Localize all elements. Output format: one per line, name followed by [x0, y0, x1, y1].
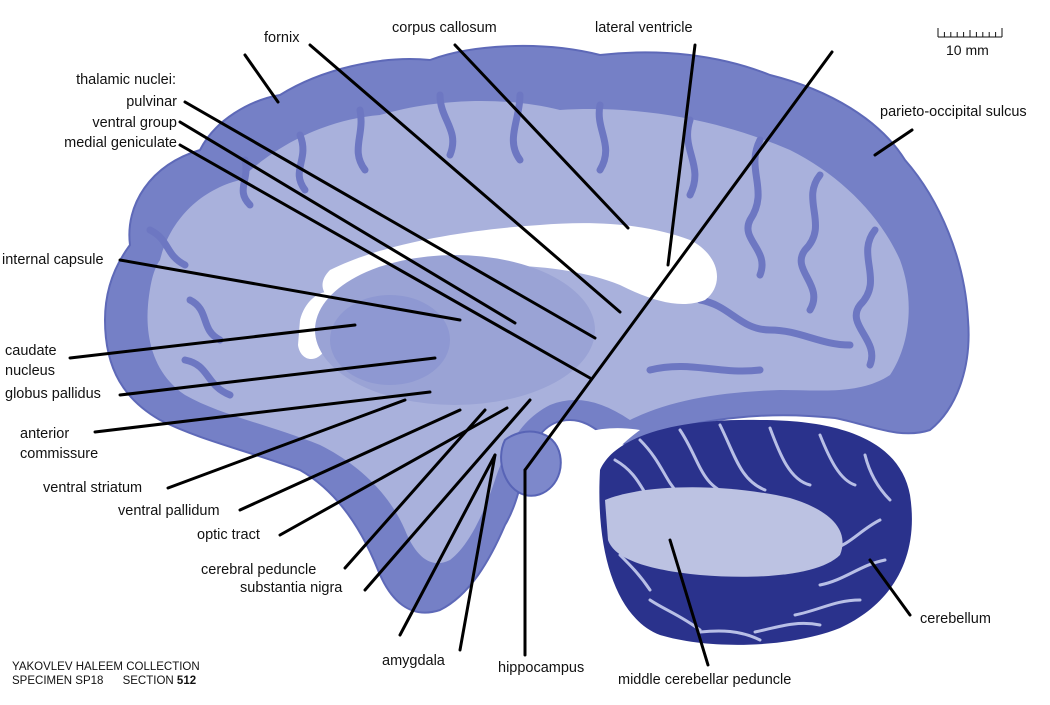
label-anterior-commissure-line2: commissure	[20, 446, 99, 462]
label-caudate-line2: nucleus	[5, 363, 55, 379]
leader-amygdala-2	[458, 453, 497, 652]
cortical-folds	[146, 91, 879, 399]
leader-corpus-callosum	[453, 43, 630, 230]
leader-ventral-group	[178, 120, 517, 325]
tentorial-gap	[560, 428, 640, 480]
section-number: 512	[176, 675, 197, 687]
label-middle-cerebellar-peduncle: middle cerebellar peduncle	[618, 672, 792, 688]
specimen-prefix: SPECIMEN	[12, 675, 73, 687]
scale-bar	[937, 28, 1003, 38]
leader-caudate	[68, 323, 357, 360]
specimen-credit: YAKOVLEV HALEEM COLLECTION SPECIMEN SP18…	[12, 660, 200, 688]
label-caudate-line1: caudate	[5, 343, 57, 359]
leader-anterior-commissure	[93, 390, 432, 434]
label-ventral-pallidum: ventral pallidum	[118, 503, 220, 519]
specimen-id: SP18	[75, 675, 104, 687]
cerebellum-shape	[599, 419, 912, 645]
leader-pulvinar	[183, 100, 597, 340]
label-cerebellum: cerebellum	[920, 611, 991, 627]
label-amygdala: amygdala	[382, 653, 445, 669]
leader-globus-pallidus	[118, 356, 437, 397]
label-internal-capsule: internal capsule	[2, 252, 104, 268]
leader-amygdala	[398, 453, 497, 637]
leader-ventral-striatum	[166, 398, 407, 490]
section-prefix: SECTION	[122, 675, 174, 687]
label-optic-tract: optic tract	[197, 527, 260, 543]
label-medial-geniculate: medial geniculate	[64, 135, 177, 151]
label-globus-pallidus: globus pallidus	[5, 386, 101, 402]
leader-internal-capsule	[118, 258, 462, 322]
label-parieto-occipital-sulcus: parieto-occipital sulcus	[880, 104, 1027, 120]
leader-middle-cerebellar-peduncle	[668, 538, 710, 667]
label-hippocampus: hippocampus	[498, 660, 585, 676]
deep-nuclei	[330, 295, 450, 385]
label-cerebral-peduncle: cerebral peduncle	[201, 562, 317, 578]
scale-bar-label: 10 mm	[946, 42, 989, 58]
leader-cerebral-peduncle	[343, 408, 487, 570]
leader-medial-geniculate	[178, 143, 592, 380]
label-corpus-callosum: corpus callosum	[392, 20, 497, 36]
leader-fornix-2	[308, 43, 622, 314]
leader-substantia-nigra	[363, 398, 532, 592]
leader-hippocampus-2	[523, 50, 834, 472]
label-substantia-nigra: substantia nigra	[240, 580, 343, 596]
collection-name: YAKOVLEV HALEEM COLLECTION	[12, 661, 200, 673]
leader-fornix	[243, 53, 280, 104]
label-pulvinar: pulvinar	[126, 94, 177, 110]
leader-ventral-pallidum	[238, 408, 462, 512]
leader-cerebellum	[868, 558, 912, 617]
label-fornix: fornix	[264, 30, 300, 46]
leader-lateral-ventricle	[666, 43, 697, 267]
leader-parieto-occipital	[873, 128, 914, 157]
specimen-line: SPECIMEN SP18 SECTION 512	[12, 674, 200, 688]
label-thalamic-nuclei: thalamic nuclei:	[76, 72, 176, 88]
label-anterior-commissure-line1: anterior	[20, 426, 70, 442]
label-ventral-group: ventral group	[92, 115, 177, 131]
label-lateral-ventricle: lateral ventricle	[595, 20, 693, 36]
label-ventral-striatum: ventral striatum	[43, 480, 143, 496]
leader-lines	[68, 43, 914, 667]
